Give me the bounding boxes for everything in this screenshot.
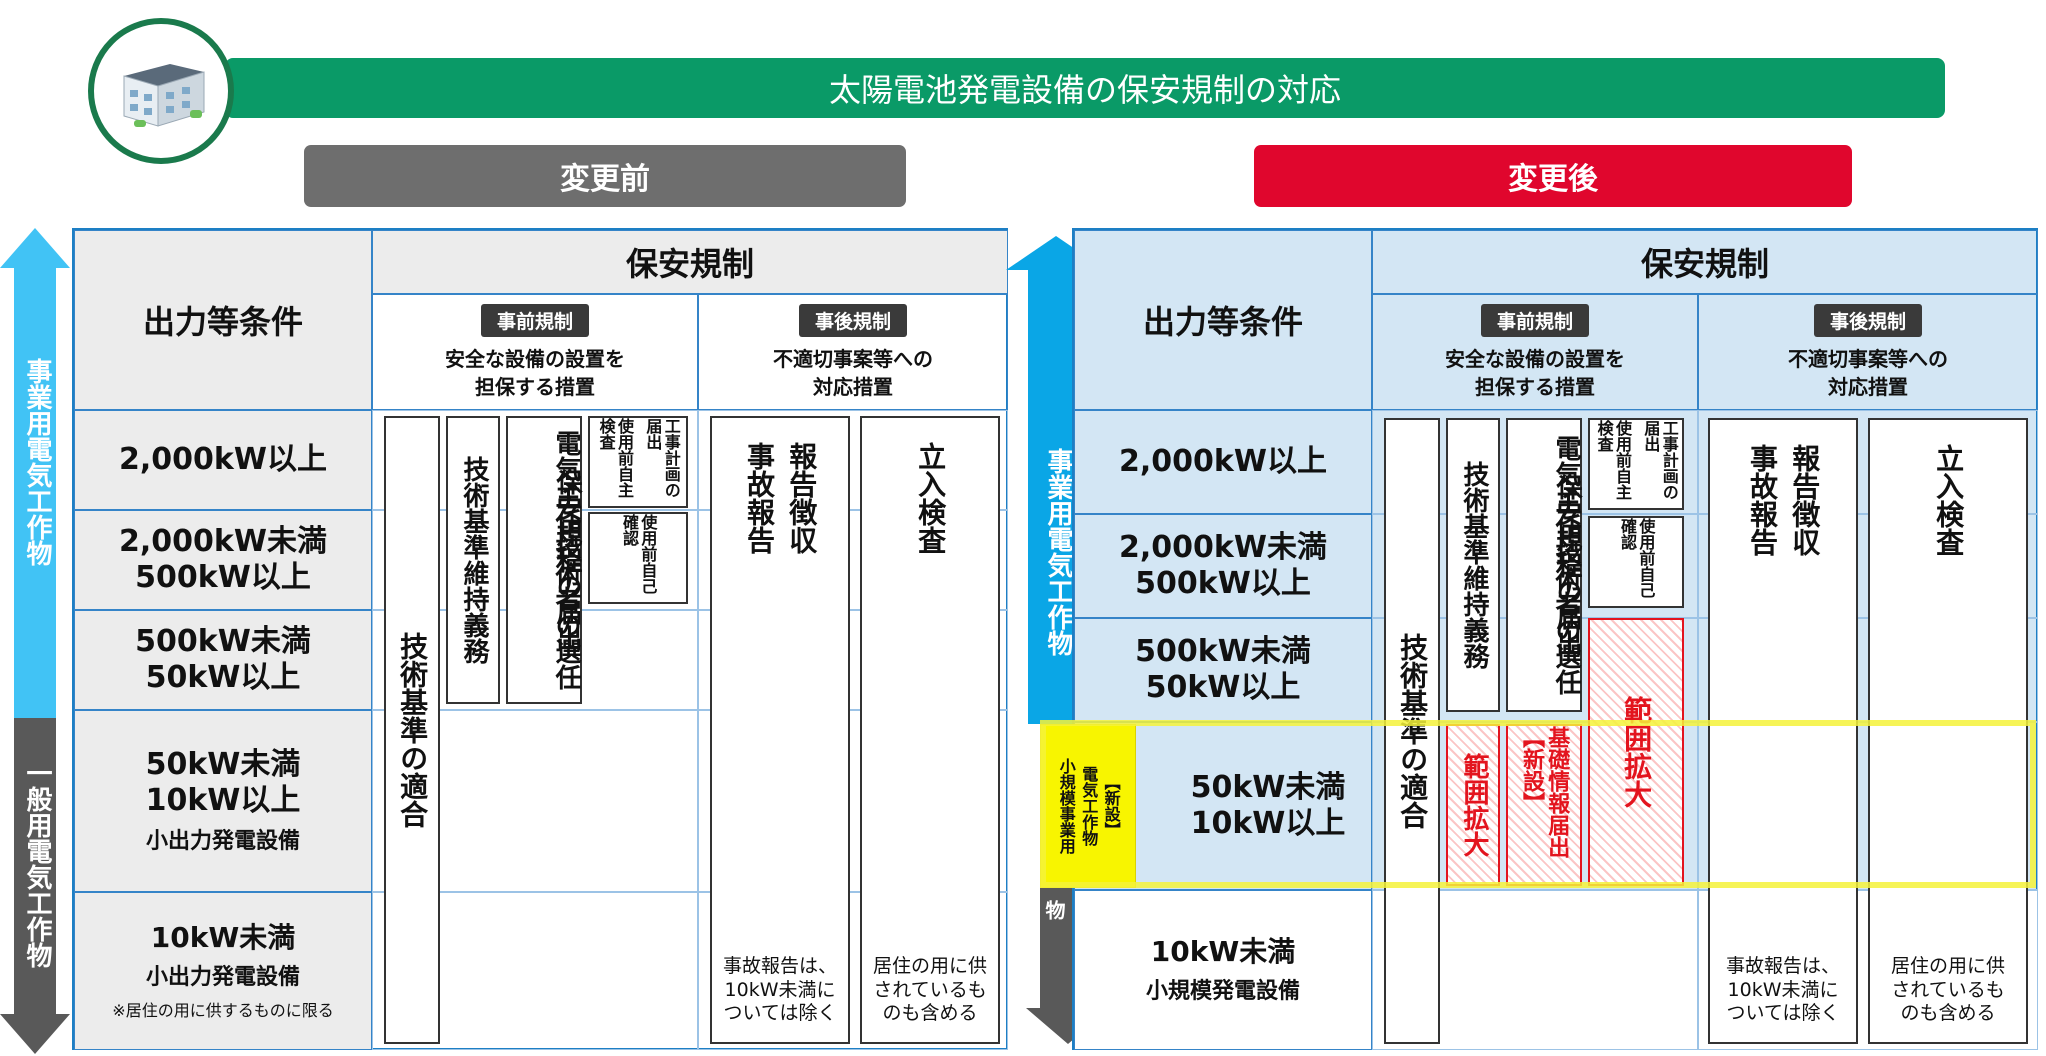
before-row-50-500: 500kW未満 50kW以上 bbox=[74, 610, 372, 710]
after-entry-inspection-box: 立入検査 居住の用に供されているものも含める bbox=[1868, 418, 2028, 1044]
before-tech-conform-box: 技術基準の適合 bbox=[384, 416, 440, 1044]
before-rules-box: 保安規程の届出 bbox=[551, 469, 582, 651]
before-row-10-50: 50kW未満 10kW以上 小出力発電設備 bbox=[74, 710, 372, 892]
before-row-under-10: 10kW未満 小出力発電設備 ※居住の用に供するものに限る bbox=[74, 892, 372, 1050]
after-expand-range-box-1: 範囲拡大 bbox=[1446, 724, 1500, 886]
before-grid-pre-5 bbox=[372, 892, 698, 1050]
before-grid-post-3 bbox=[698, 610, 1008, 710]
before-table: 出力等条件 保安規制 事前規制 安全な設備の設置を 担保する措置 事後規制 不適… bbox=[72, 228, 1008, 1050]
after-condition-header: 出力等条件 bbox=[1074, 230, 1372, 410]
after-label: 変更後 bbox=[1254, 145, 1852, 207]
before-grid-post-1 bbox=[698, 410, 1008, 510]
solar-building-logo bbox=[88, 18, 234, 164]
after-post-regulation-header: 事後規制 不適切事案等への 対応措置 bbox=[1698, 294, 2038, 410]
general-arrow-label-before: 一般用電気工作物 bbox=[22, 760, 52, 968]
after-tech-maintain-box: 技術基準維持義務 bbox=[1446, 418, 1500, 712]
after-label-text: 変更後 bbox=[1508, 162, 1598, 197]
solar-building-icon bbox=[123, 64, 205, 127]
after-inspect-plan-box: 使用前自主検査 工事計画の届出 bbox=[1588, 418, 1684, 510]
before-selfcheck-box: 使用前自己確認 bbox=[588, 512, 688, 604]
after-accident-report-box: 事故報告 報告徴収 事故報告は、10kW未満については除く bbox=[1708, 418, 1858, 1044]
before-inspect-plan-box: 使用前自主検査 工事計画の届出 bbox=[588, 416, 688, 508]
before-entry-inspection-box: 立入検査 居住の用に供されているものも含める bbox=[860, 416, 1000, 1044]
before-post-regulation-header: 事後規制 不適切事案等への 対応措置 bbox=[698, 294, 1008, 410]
business-arrow-label-after: 事業用電気工作物 bbox=[1043, 448, 1073, 656]
after-chief-engineer-box: 電気主任技術者の選任 bbox=[1506, 418, 1582, 712]
after-safety-header: 保安規制 bbox=[1372, 230, 2038, 294]
after-row-500-2000: 2,000kW未満 500kW以上 bbox=[1074, 514, 1372, 618]
after-row-under-10: 10kW未満 小規模発電設備 bbox=[1074, 890, 1372, 1050]
before-condition-header: 出力等条件 bbox=[74, 230, 372, 410]
before-row-2000-plus: 2,000kW以上 bbox=[74, 410, 372, 510]
general-arrow-before bbox=[0, 718, 70, 1054]
after-tech-conform-box: 技術基準の適合 bbox=[1384, 418, 1440, 1044]
before-accident-report-box: 事故報告 報告徴収 事故報告は、10kW未満については除く bbox=[710, 416, 850, 1044]
after-table: 出力等条件 保安規制 事前規制 安全な設備の設置を 担保する措置 事後規制 不適… bbox=[1072, 228, 2038, 1050]
business-arrow-label-before: 事業用電気工作物 bbox=[22, 358, 52, 566]
after-rules-box: 保安規程の届出 bbox=[1551, 474, 1582, 656]
after-selfcheck-box: 使用前自己確認 bbox=[1588, 516, 1684, 608]
before-safety-header: 保安規制 bbox=[372, 230, 1008, 294]
after-basic-info-box: 基礎情報届出【新設】 bbox=[1506, 724, 1582, 886]
page-title: 太陽電池発電設備の保安規制の対応 bbox=[828, 71, 1341, 109]
before-grid-post-2 bbox=[698, 510, 1008, 610]
before-label-text: 変更前 bbox=[560, 162, 650, 197]
before-label: 変更前 bbox=[304, 145, 906, 207]
before-post-tag: 事後規制 bbox=[798, 303, 907, 337]
before-tech-maintain-box: 技術基準維持義務 bbox=[446, 416, 500, 704]
small-business-highlight bbox=[1040, 720, 2036, 888]
before-row-500-2000: 2,000kW未満 500kW以上 bbox=[74, 510, 372, 610]
title-bar: 太陽電池発電設備の保安規制の対応 bbox=[225, 58, 1945, 118]
before-grid-pre-4 bbox=[372, 710, 698, 892]
after-post-tag: 事後規制 bbox=[1813, 303, 1922, 337]
before-chief-engineer-box: 電気主任技術者の選任 bbox=[506, 416, 582, 704]
before-grid-post-4 bbox=[698, 710, 1008, 892]
after-pre-tag: 事前規制 bbox=[1480, 303, 1589, 337]
after-pre-regulation-header: 事前規制 安全な設備の設置を 担保する措置 bbox=[1372, 294, 1698, 410]
before-pre-tag: 事前規制 bbox=[480, 303, 589, 337]
before-pre-regulation-header: 事前規制 安全な設備の設置を 担保する措置 bbox=[372, 294, 698, 410]
before-grid-post-5 bbox=[698, 892, 1008, 1050]
after-expand-range-box-2: 範囲拡大 bbox=[1588, 618, 1684, 886]
after-row-2000-plus: 2,000kW以上 bbox=[1074, 410, 1372, 514]
after-row-50-500: 500kW未満 50kW以上 bbox=[1074, 618, 1372, 722]
after-row-10-50: 50kW未満 10kW以上 bbox=[1074, 722, 1372, 890]
business-arrow-before bbox=[0, 228, 70, 720]
